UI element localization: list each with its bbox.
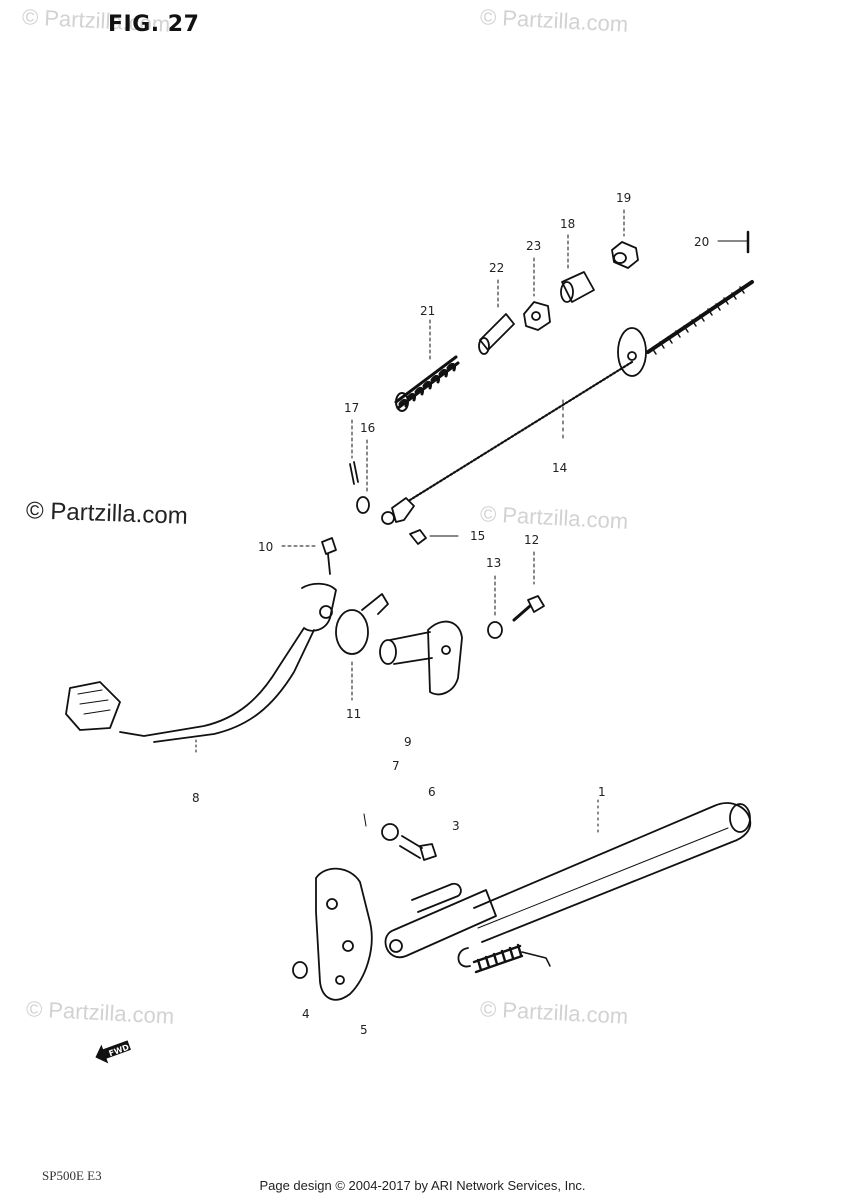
callout-labels: 1 3 4 5 6 7 8 9 10 11 12 13 14 15 16 17 … [192, 191, 709, 1037]
part-5-bracket [315, 867, 373, 1001]
part-20-cotter-pin [717, 230, 750, 254]
callout-14: 14 [552, 461, 567, 475]
callout-1: 1 [598, 785, 606, 799]
part-15-pin [409, 529, 459, 545]
callout-22: 22 [489, 261, 504, 275]
callout-18: 18 [560, 217, 575, 231]
page-footer: Page design © 2004-2017 by ARI Network S… [259, 1178, 586, 1193]
part-23-nut [523, 257, 551, 331]
callout-15: 15 [470, 529, 485, 543]
callout-17: 17 [344, 401, 359, 415]
part-19-nut [611, 209, 639, 269]
part-21-spring [394, 319, 460, 412]
part-13-nut [487, 575, 503, 639]
callout-19: 19 [616, 191, 631, 205]
callout-16: 16 [360, 421, 375, 435]
callout-23: 23 [526, 239, 541, 253]
part-8-brake-pedal [65, 582, 337, 753]
part-10-bolt [281, 537, 337, 575]
callout-5: 5 [360, 1023, 368, 1037]
callout-7: 7 [392, 759, 400, 773]
stand-arm [384, 882, 497, 959]
part-3-bolt [363, 813, 437, 861]
forward-badge-label: FWD [108, 1043, 131, 1059]
callout-8: 8 [192, 791, 200, 805]
diagram-code: SP500E E3 [42, 1168, 102, 1183]
part-11-clamp [335, 593, 389, 701]
forward-direction-badge: FWD [95, 1040, 131, 1064]
callout-3: 3 [452, 819, 460, 833]
callout-11: 11 [346, 707, 361, 721]
part-22-sleeve [478, 279, 515, 355]
part-14-brake-rod [381, 280, 754, 525]
stand-spring [457, 943, 551, 974]
callout-13: 13 [486, 556, 501, 570]
callout-4: 4 [302, 1007, 310, 1021]
part-18-joint [560, 234, 595, 303]
figure-title: FIG. 27 [108, 12, 200, 37]
part-9-shaft [379, 620, 463, 696]
part-16-washer [356, 439, 370, 514]
part-17-cotter-pin [349, 419, 359, 485]
callout-6: 6 [428, 785, 436, 799]
callout-21: 21 [420, 304, 435, 318]
callout-20: 20 [694, 235, 709, 249]
part-1-side-stand [473, 799, 752, 943]
part-12-bolt [512, 551, 545, 622]
part-4-nut [292, 961, 308, 979]
callout-10: 10 [258, 540, 273, 554]
callout-9: 9 [404, 735, 412, 749]
callout-12: 12 [524, 533, 539, 547]
